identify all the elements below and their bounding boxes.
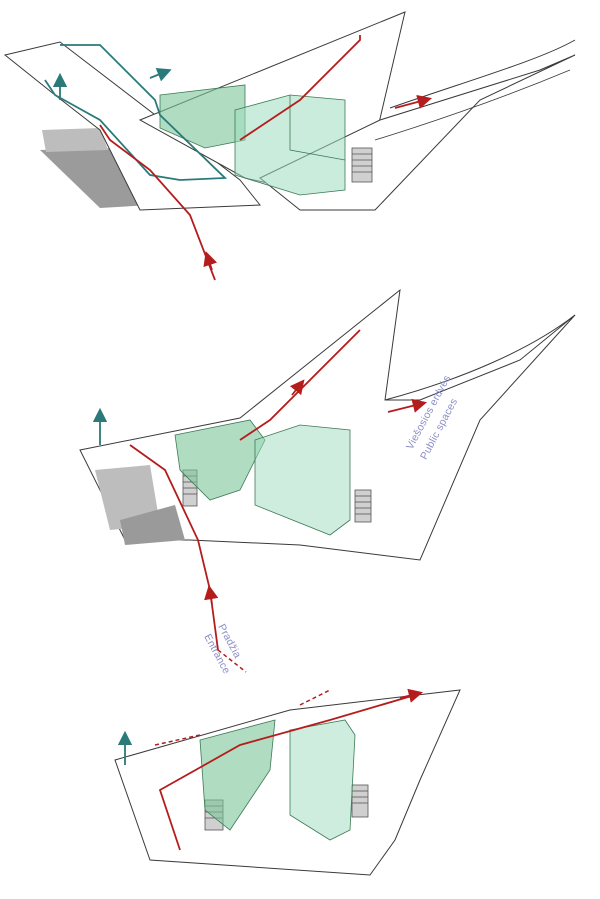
red-route: [239, 35, 361, 141]
red-dashed: [154, 734, 201, 746]
red-dashed: [217, 649, 247, 673]
red-arrow: [399, 688, 423, 703]
red-route: [158, 694, 416, 851]
shadow-plane: [120, 505, 185, 545]
roof-slab: [3, 41, 262, 211]
red-route: [129, 444, 219, 651]
diagram-bottom: [114, 688, 461, 876]
red-route: [239, 329, 361, 441]
red-arrow: [289, 379, 305, 396]
ramp-edge: [384, 314, 576, 401]
diagram-top: [3, 11, 576, 281]
base-plane: [114, 689, 461, 876]
ramp-edge: [374, 69, 571, 141]
green-volume: [254, 424, 351, 536]
green-volume: [199, 719, 276, 831]
red-arrow: [387, 398, 427, 413]
red-dashed: [299, 689, 331, 706]
teal-arrow: [149, 67, 172, 82]
red-arrow: [203, 251, 218, 271]
red-route: [99, 124, 216, 281]
teal-route: [44, 44, 228, 181]
shadow-plane: [42, 128, 108, 152]
stairs: [351, 147, 373, 183]
green-volume: [289, 719, 356, 841]
red-arrow: [204, 584, 219, 605]
green-volume: [159, 84, 246, 149]
diagram-middle: [79, 288, 576, 673]
green-volume: [174, 419, 266, 501]
green-volume-edge: [289, 95, 346, 161]
red-arrow: [394, 94, 432, 109]
